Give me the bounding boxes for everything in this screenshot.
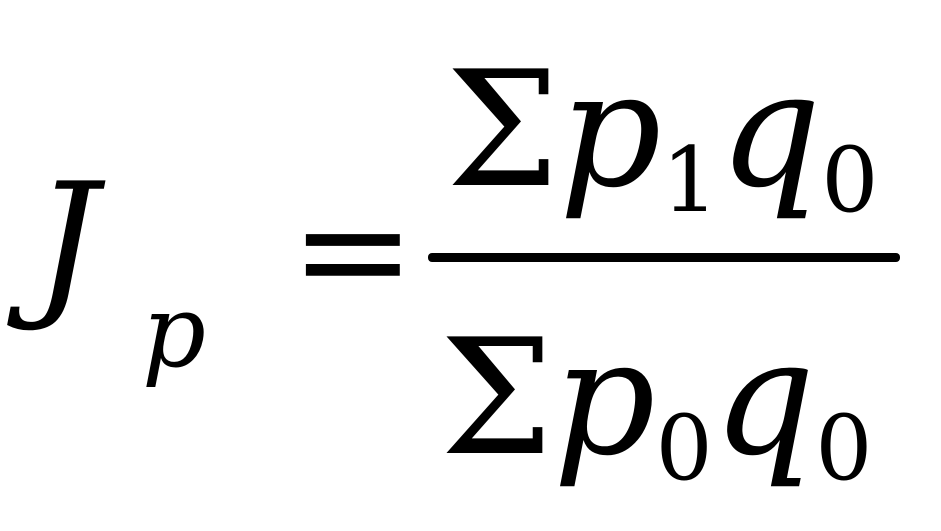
denominator-sum-symbol: Σ xyxy=(440,304,554,491)
denominator-price-subscript: 0 xyxy=(655,396,713,501)
denominator-price-variable: p xyxy=(553,304,656,491)
fraction-numerator: Σ p 1 q 0 xyxy=(446,36,879,226)
equals-sign: = xyxy=(290,164,416,338)
fraction-denominator: Σ p 0 q 0 xyxy=(440,304,873,494)
index-symbol: J xyxy=(34,148,99,335)
numerator-sum-symbol: Σ xyxy=(446,36,560,223)
denominator-quantity-subscript: 0 xyxy=(815,396,873,501)
numerator-price-variable: p xyxy=(559,36,662,223)
fraction-bar xyxy=(428,253,900,262)
numerator-price-subscript: 1 xyxy=(661,128,719,233)
denominator-quantity-variable: q xyxy=(712,304,816,491)
index-subscript: p xyxy=(142,273,207,390)
numerator-quantity-subscript: 0 xyxy=(821,128,879,233)
numerator-quantity-variable: q xyxy=(718,36,822,223)
